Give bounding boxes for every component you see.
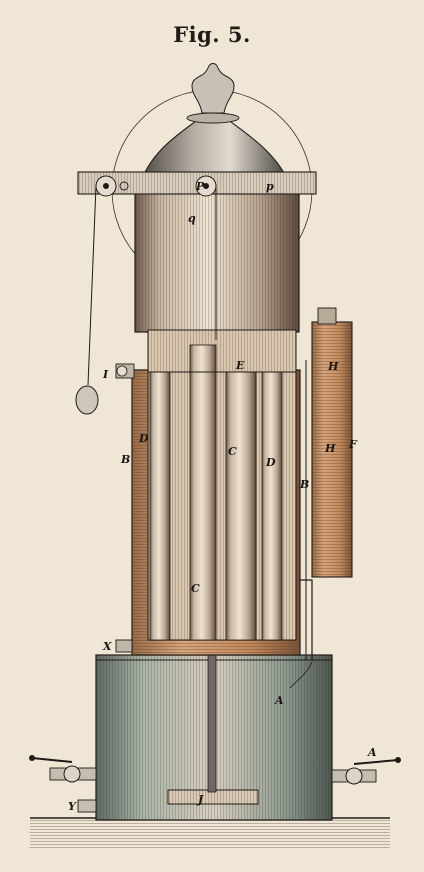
label-d-left: D (138, 432, 149, 445)
label-c-mid: C (228, 445, 237, 458)
pulley-center-axle (203, 183, 209, 189)
figure-title: Fig. 5. (173, 22, 251, 47)
inner-cylinder-left (189, 344, 217, 641)
inner-wall-right (261, 371, 283, 641)
left-valve-handle (31, 757, 73, 763)
connector-pipe (300, 579, 313, 660)
left-valve-wheel (63, 765, 81, 783)
pulley-left-axle (103, 183, 109, 189)
label-a-right: A (367, 746, 377, 759)
label-h-mid: H (324, 442, 336, 455)
label-y: Y (68, 800, 77, 813)
label-b-left: B (120, 453, 130, 466)
finial (191, 63, 235, 114)
side-tube-grain (312, 322, 352, 577)
ground-hatching (30, 818, 390, 848)
inner-wall-left (149, 371, 171, 641)
upper-cylinder-shading (135, 192, 299, 332)
label-h-top: H (327, 360, 339, 373)
label-a-mid: A (274, 694, 284, 707)
label-q: q (188, 212, 196, 225)
tap-y (77, 799, 97, 813)
tap-x (115, 639, 133, 653)
label-d-right: D (265, 456, 276, 469)
dome-collar (186, 112, 240, 124)
frame-bolt (119, 181, 129, 191)
label-x: X (102, 640, 112, 653)
label-e: E (235, 359, 245, 372)
right-valve-handle-end (395, 757, 401, 763)
inner-cylinder-right (225, 371, 257, 641)
weight-cord (87, 185, 97, 386)
leader-a (289, 661, 313, 689)
left-valve-handle-end (29, 755, 35, 761)
label-j: J (196, 793, 204, 806)
label-p-upper: P (195, 180, 205, 193)
bottom-plate-shading (168, 790, 258, 804)
label-p-lower: p (266, 180, 274, 193)
right-valve-wheel (345, 767, 363, 785)
label-f: F (348, 438, 358, 451)
side-tube-cap (317, 307, 337, 325)
label-c-low: C (191, 582, 200, 595)
counterweight (75, 385, 99, 415)
right-valve-handle (353, 759, 399, 765)
label-i: I (102, 368, 109, 381)
tap-i-knob (116, 365, 128, 377)
label-b-right: B (299, 478, 309, 491)
